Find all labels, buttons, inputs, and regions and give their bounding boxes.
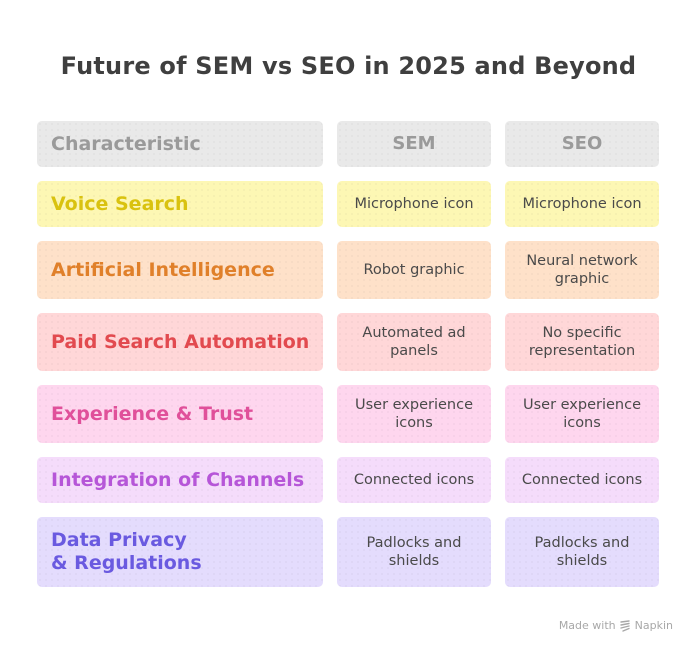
row-label: Paid Search Automation bbox=[37, 313, 323, 371]
row-label: Artificial Intelligence bbox=[37, 241, 323, 299]
seo-cell: Neural network graphic bbox=[505, 241, 659, 299]
header-characteristic: Characteristic bbox=[37, 121, 323, 167]
napkin-watermark[interactable]: Made with Napkin bbox=[559, 619, 673, 632]
diagram-title: Future of SEM vs SEO in 2025 and Beyond bbox=[60, 52, 637, 80]
row-label: Voice Search bbox=[37, 181, 323, 227]
sem-cell: Padlocks and shields bbox=[337, 517, 491, 587]
sem-cell: Robot graphic bbox=[337, 241, 491, 299]
sem-cell: Microphone icon bbox=[337, 181, 491, 227]
seo-cell: Connected icons bbox=[505, 457, 659, 503]
napkin-logo-icon bbox=[619, 619, 630, 632]
row-label: Experience & Trust bbox=[37, 385, 323, 443]
made-with-label: Made with bbox=[558, 619, 616, 632]
header-seo: SEO bbox=[505, 121, 659, 167]
seo-cell: User experience icons bbox=[505, 385, 659, 443]
row-label: Data Privacy & Regulations bbox=[37, 517, 323, 587]
seo-cell: Padlocks and shields bbox=[505, 517, 659, 587]
seo-cell: No specific representation bbox=[505, 313, 659, 371]
sem-cell: Automated ad panels bbox=[337, 313, 491, 371]
napkin-brand-label: Napkin bbox=[634, 619, 673, 632]
row-label: Integration of Channels bbox=[37, 457, 323, 503]
header-sem: SEM bbox=[337, 121, 491, 167]
sem-cell: Connected icons bbox=[337, 457, 491, 503]
seo-cell: Microphone icon bbox=[505, 181, 659, 227]
sem-cell: User experience icons bbox=[337, 385, 491, 443]
